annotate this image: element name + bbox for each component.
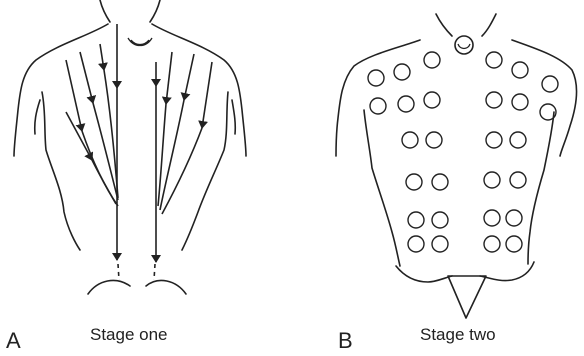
point-circle	[512, 62, 528, 78]
point-circle	[394, 64, 410, 80]
point-circle	[424, 92, 440, 108]
point-circle	[408, 236, 424, 252]
spine-right-dash	[154, 264, 155, 280]
neck-vertebra-mark	[128, 38, 152, 46]
point-circle	[370, 98, 386, 114]
point-circle	[432, 236, 448, 252]
point-circle	[486, 52, 502, 68]
pressure-point-circles	[368, 52, 558, 252]
point-circle	[484, 210, 500, 226]
point-circle	[424, 52, 440, 68]
panel-b-label: B	[338, 330, 353, 352]
neck-vertebra-mark-b	[455, 36, 473, 54]
arrow-right-3	[202, 62, 212, 128]
point-circle	[484, 172, 500, 188]
arrow-left-1	[66, 60, 82, 131]
arrow-left-4-tail	[92, 160, 116, 204]
point-circle	[398, 96, 414, 112]
panel-b-back-outline	[336, 14, 576, 318]
point-circle	[406, 174, 422, 190]
panel-a-caption: Stage one	[90, 326, 168, 343]
point-circle	[486, 132, 502, 148]
arrow-left-3	[100, 44, 104, 70]
point-circle	[402, 132, 418, 148]
point-circle	[484, 236, 500, 252]
point-circle	[510, 132, 526, 148]
point-circle	[432, 174, 448, 190]
point-circle	[432, 212, 448, 228]
spine-left-dash	[118, 264, 119, 280]
point-circle	[506, 236, 522, 252]
point-circle	[542, 76, 558, 92]
arrow-right-1	[166, 52, 172, 104]
panel-a-label: A	[6, 330, 21, 352]
arrow-right-2	[184, 54, 194, 100]
point-circle	[510, 172, 526, 188]
point-circle	[512, 94, 528, 110]
panel-a-back-outline	[14, 0, 246, 294]
arrow-left-3-tail	[104, 70, 118, 198]
point-circle	[368, 70, 384, 86]
arrow-left-2	[80, 52, 93, 103]
point-circle	[426, 132, 442, 148]
panel-b-caption: Stage two	[420, 326, 496, 343]
stroke-arrows	[66, 24, 212, 280]
point-circle	[408, 212, 424, 228]
point-circle	[506, 210, 522, 226]
point-circle	[486, 92, 502, 108]
